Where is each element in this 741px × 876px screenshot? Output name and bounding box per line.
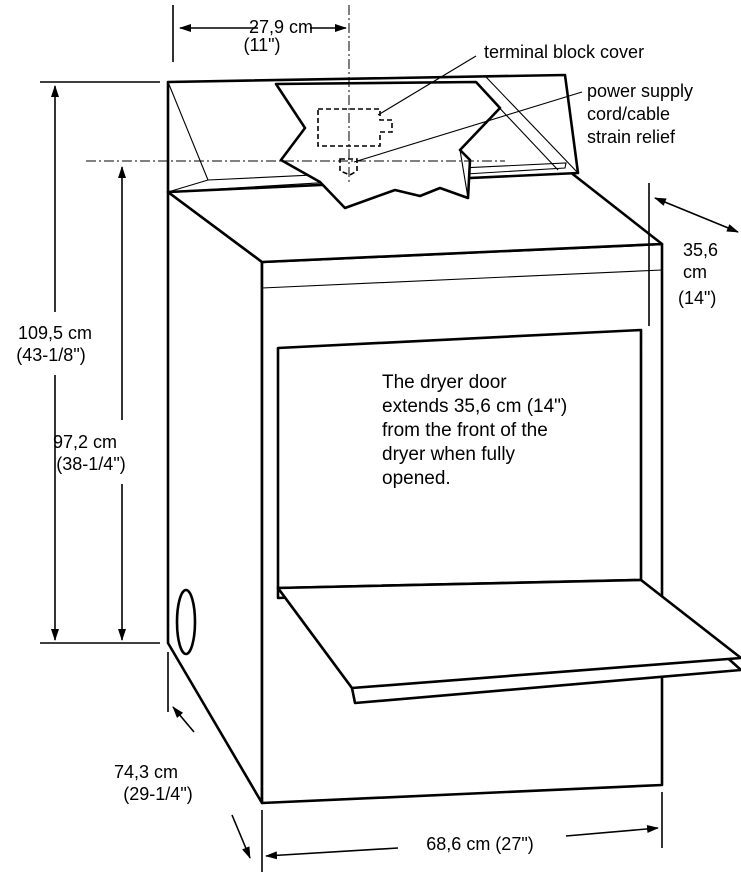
door-clearance-imperial: (14") (678, 288, 716, 308)
dim-total-height: 109,5 cm (43-1/8") (16, 81, 160, 644)
console-cutaway (274, 80, 502, 210)
dim-top-height: 97,2 cm (38-1/4") (53, 166, 126, 641)
door-panel-top (276, 578, 741, 690)
dim-depth: 74,3 cm (29-1/4") (114, 652, 263, 872)
total-height-imperial: (43-1/8") (16, 345, 85, 365)
dryer-side-panel (166, 190, 264, 805)
strain-relief-line-1: power supply (587, 81, 693, 101)
dryer-door (276, 328, 741, 705)
total-height-metric: 109,5 cm (18, 323, 92, 343)
door-note-line-5: opened. (382, 468, 451, 489)
control-console (166, 73, 580, 210)
door-clearance-metric-2: cm (683, 262, 707, 282)
terminal-block-label: terminal block cover (484, 42, 644, 62)
door-note-line-4: dryer when fully (382, 444, 516, 465)
terminal-block-cover (317, 108, 393, 147)
top-height-metric: 97,2 cm (53, 432, 117, 452)
door-note-line-3: from the front of the (382, 420, 548, 441)
width-label: 68,6 cm (27") (426, 834, 533, 854)
door-note-line-1: The dryer door (382, 372, 507, 393)
depth-metric: 74,3 cm (114, 762, 178, 782)
dim-width: 68,6 cm (27") (265, 792, 663, 860)
depth-imperial: (29-1/4") (123, 784, 192, 804)
door-clearance-metric-1: 35,6 (683, 240, 718, 260)
strain-relief-outline (339, 158, 358, 176)
top-height-imperial: (38-1/4") (56, 454, 125, 474)
top-width-imperial: (11") (243, 35, 280, 55)
callout-terminal-block: terminal block cover (377, 42, 644, 116)
strain-relief-line-3: strain relief (587, 127, 676, 147)
dim-door-clearance: 35,6 cm (14") (648, 183, 739, 326)
callout-strain-relief: power supply cord/cable strain relief (353, 81, 693, 163)
exhaust-vent (175, 588, 197, 656)
door-note: The dryer door extends 35,6 cm (14") fro… (382, 372, 567, 489)
door-note-line-2: extends 35,6 cm (14") (382, 396, 567, 417)
dim-top-width: 27,9 cm (11") (172, 5, 347, 62)
top-width-metric: 27,9 cm (249, 17, 313, 37)
strain-relief-line-2: cord/cable (587, 104, 670, 124)
